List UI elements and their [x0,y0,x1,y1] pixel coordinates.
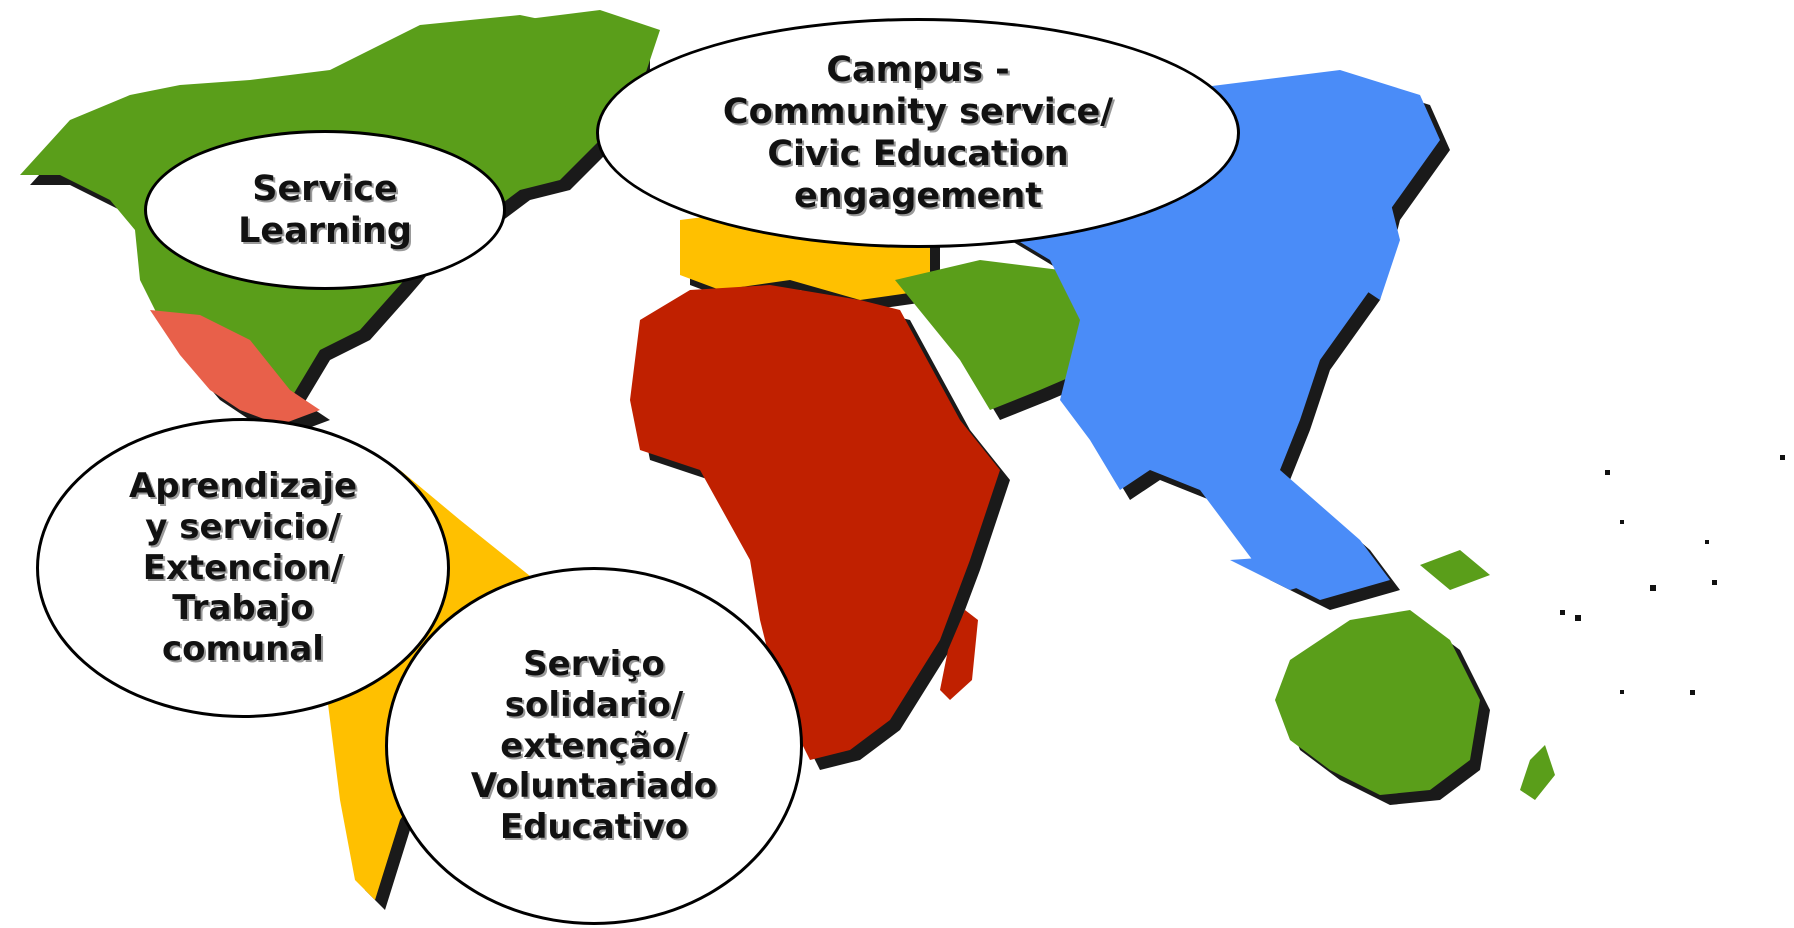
island-japan [1365,200,1400,300]
bubble-service-learning: Service Learning [144,130,506,290]
continent-central-america [150,310,320,425]
island-new-guinea [1420,550,1490,590]
bubble-campus-community: Campus - Community service/ Civic Educat… [596,18,1240,248]
pacific-islands [1560,455,1785,695]
continent-middle-east [895,260,1120,410]
island-new-zealand [1520,745,1555,800]
bubble-servico: Serviço solidario/ extenção/ Voluntariad… [385,567,803,925]
continent-australia [1275,610,1480,795]
island-madagascar [940,610,978,700]
bubble-aprendizaje: Aprendizaje y servicio/ Extencion/ Traba… [36,418,450,718]
continent-africa [630,285,1000,760]
island-indonesia [1230,555,1340,590]
